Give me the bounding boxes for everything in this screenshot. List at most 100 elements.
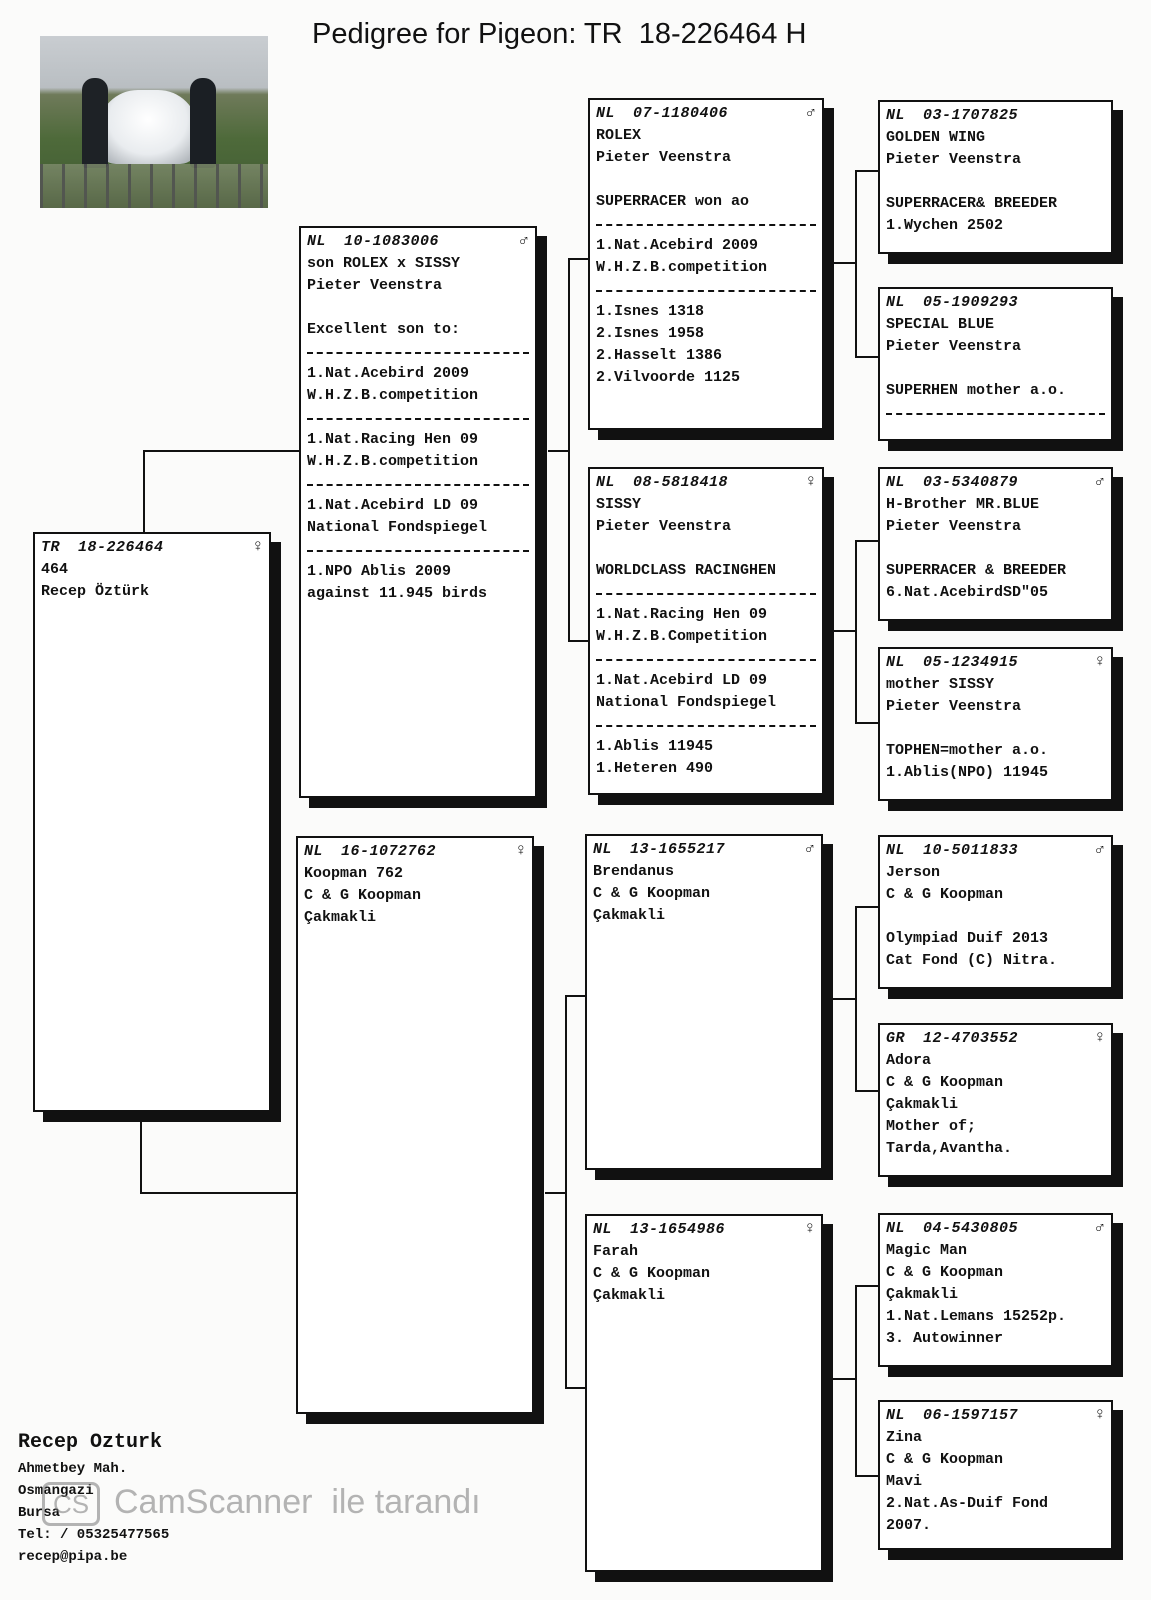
separator xyxy=(307,473,529,495)
card-header: NL 13-1655217 ♂ xyxy=(593,839,815,861)
card-line: 2.Hasselt 1386 xyxy=(596,347,723,364)
country-code: NL xyxy=(304,843,324,860)
page-title: Pedigree for Pigeon: TR 18-226464 H xyxy=(312,18,807,50)
country-code: NL xyxy=(307,233,327,250)
sex-icon: ♂ xyxy=(804,840,815,859)
separator xyxy=(307,539,529,561)
card-line: ROLEX xyxy=(596,127,642,144)
ring-id: 13-1655217 xyxy=(630,841,726,858)
card-line: 1.Ablis(NPO) 11945 xyxy=(886,764,1049,781)
card-line: Çakmakli xyxy=(886,1096,959,1113)
connector xyxy=(855,170,857,356)
card-line: C & G Koopman xyxy=(886,1264,1004,1281)
connector xyxy=(855,1090,879,1092)
camscanner-logo-icon: CS xyxy=(42,1482,100,1526)
card-line: SUPERRACER & BREEDER xyxy=(886,562,1067,579)
ring-id: 05-1909293 xyxy=(923,294,1019,311)
card-line: C & G Koopman xyxy=(593,1265,711,1282)
card-line: 1.Nat.Racing Hen 09 xyxy=(596,606,768,623)
card-line: Jerson xyxy=(886,864,941,881)
card-line: Tarda,Avantha. xyxy=(886,1140,1013,1157)
card-line: Recep Öztürk xyxy=(41,583,150,600)
connector xyxy=(568,640,590,642)
card-line: Koopman 762 xyxy=(304,865,404,882)
card-line xyxy=(886,906,1105,928)
card-line: Olympiad Duif 2013 xyxy=(886,930,1049,947)
country-code: NL xyxy=(593,841,613,858)
connector xyxy=(855,170,879,172)
owner-photo xyxy=(40,36,268,208)
country-code: NL xyxy=(886,474,906,491)
card-line: W.H.Z.B.Competition xyxy=(596,628,768,645)
sex-icon: ♀ xyxy=(1094,1406,1105,1425)
card-line: 1.Wychen 2502 xyxy=(886,217,1004,234)
country-code: NL xyxy=(886,654,906,671)
connector xyxy=(833,998,855,1000)
card-line: TOPHEN=mother a.o. xyxy=(886,742,1049,759)
card-line: Pieter Veenstra xyxy=(886,698,1022,715)
separator xyxy=(596,582,816,604)
card-line xyxy=(307,297,529,319)
fence-image xyxy=(40,164,268,208)
owner-name: Recep Ozturk xyxy=(18,1431,163,1454)
card-line: C & G Koopman xyxy=(593,885,711,902)
card-line: 1.Nat.Acebird LD 09 xyxy=(596,672,768,689)
address-line: Osmangazi xyxy=(18,1483,94,1499)
sex-icon: ♀ xyxy=(805,473,816,492)
separator xyxy=(886,402,1105,424)
card-line: SUPERHEN mother a.o. xyxy=(886,382,1067,399)
card-line: Pieter Veenstra xyxy=(886,151,1022,168)
card-line xyxy=(886,538,1105,560)
card-line xyxy=(596,538,816,560)
country-code: NL xyxy=(593,1221,613,1238)
ring-id: 06-1597157 xyxy=(923,1407,1019,1424)
connector xyxy=(140,1192,298,1194)
card-line: GOLDEN WING xyxy=(886,129,986,146)
card-line: SUPERRACER won ao xyxy=(596,193,750,210)
connector xyxy=(565,995,587,997)
separator xyxy=(307,407,529,429)
card-line: WORLDCLASS RACINGHEN xyxy=(596,562,777,579)
car-image xyxy=(98,90,198,164)
sex-icon: ♂ xyxy=(1094,841,1105,860)
connector xyxy=(833,630,855,632)
card-line: C & G Koopman xyxy=(886,1074,1004,1091)
phone-line: Tel: / 05325477565 xyxy=(18,1527,170,1543)
card-line: C & G Koopman xyxy=(886,1451,1004,1468)
separator xyxy=(596,213,816,235)
separator xyxy=(596,714,816,736)
ring-id: 10-5011833 xyxy=(923,842,1019,859)
country-code: NL xyxy=(886,107,906,124)
card-line: 1.Nat.Racing Hen 09 xyxy=(307,431,479,448)
sex-icon: ♂ xyxy=(1094,473,1105,492)
connector xyxy=(855,1285,879,1287)
separator xyxy=(596,648,816,670)
connector xyxy=(565,995,567,1387)
card-line xyxy=(886,718,1105,740)
card-line: Adora xyxy=(886,1052,932,1069)
